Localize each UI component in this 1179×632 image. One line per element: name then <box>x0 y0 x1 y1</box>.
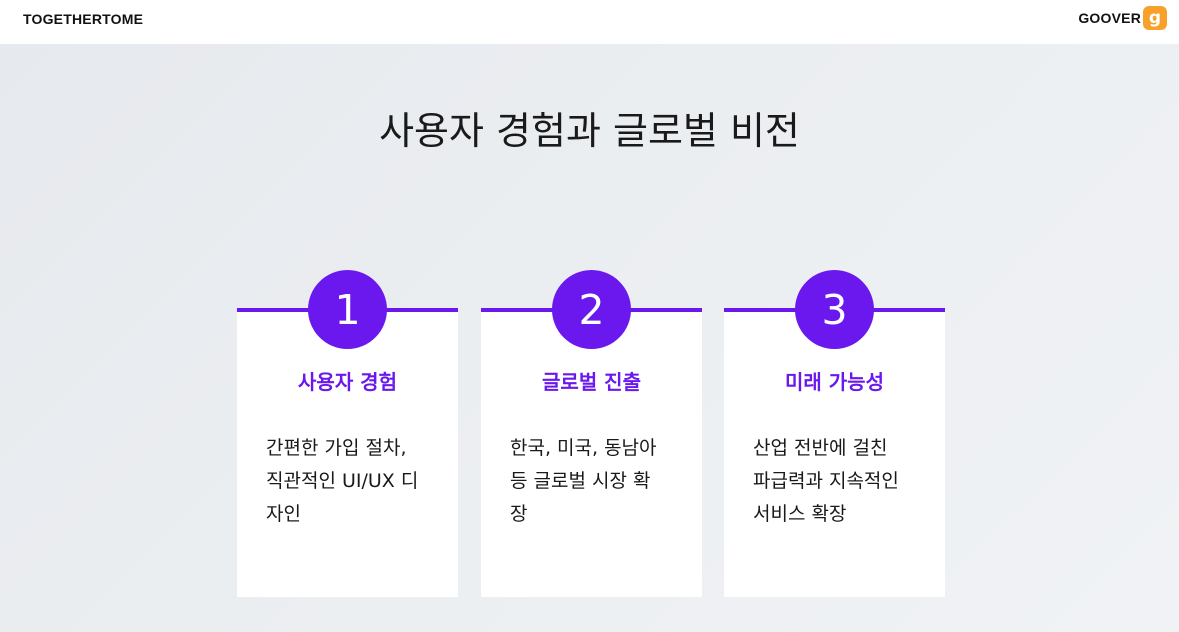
step-number-badge: 3 <box>795 270 874 349</box>
card-description-line: 등 글로벌 시장 확 <box>510 470 651 492</box>
step-number-badge: 1 <box>308 270 387 349</box>
card-description-line: 간편한 가입 절차, <box>266 437 407 459</box>
step-number-badge: 2 <box>552 270 631 349</box>
page-title: 사용자 경험과 글로벌 비전 <box>379 109 800 153</box>
card-description: 간편한 가입 절차, 직관적인 UI/UX 디 자인 <box>266 432 436 531</box>
card-user-experience: 1 사용자 경험 간편한 가입 절차, 직관적인 UI/UX 디 자인 <box>237 270 458 597</box>
card-title: 사용자 경험 <box>298 370 397 394</box>
card-future-potential: 3 미래 가능성 산업 전반에 걸친 파급력과 지속적인 서비스 확장 <box>724 270 945 597</box>
goover-logo[interactable]: GOOVER g <box>1078 6 1167 30</box>
card-description-line: 한국, 미국, 동남아 <box>510 437 657 459</box>
card-description: 산업 전반에 걸친 파급력과 지속적인 서비스 확장 <box>753 432 923 531</box>
card-description-line: 서비스 확장 <box>753 503 847 525</box>
card-description-line: 산업 전반에 걸친 <box>753 437 888 459</box>
card-description: 한국, 미국, 동남아 등 글로벌 시장 확 장 <box>510 432 680 531</box>
card-title: 미래 가능성 <box>785 370 884 394</box>
card-description-line: 장 <box>510 503 528 525</box>
card-global-expansion: 2 글로벌 진출 한국, 미국, 동남아 등 글로벌 시장 확 장 <box>481 270 702 597</box>
top-bar: TOGETHERTOME GOOVER g <box>0 0 1179 44</box>
card-description-line: 자인 <box>266 503 301 525</box>
brand-togethertome: TOGETHERTOME <box>23 11 144 27</box>
card-description-line: 직관적인 UI/UX 디 <box>266 470 419 492</box>
goover-g-icon: g <box>1143 6 1167 30</box>
card-title: 글로벌 진출 <box>542 370 641 394</box>
goover-wordmark: GOOVER <box>1078 10 1141 26</box>
card-description-line: 파급력과 지속적인 <box>753 470 899 492</box>
